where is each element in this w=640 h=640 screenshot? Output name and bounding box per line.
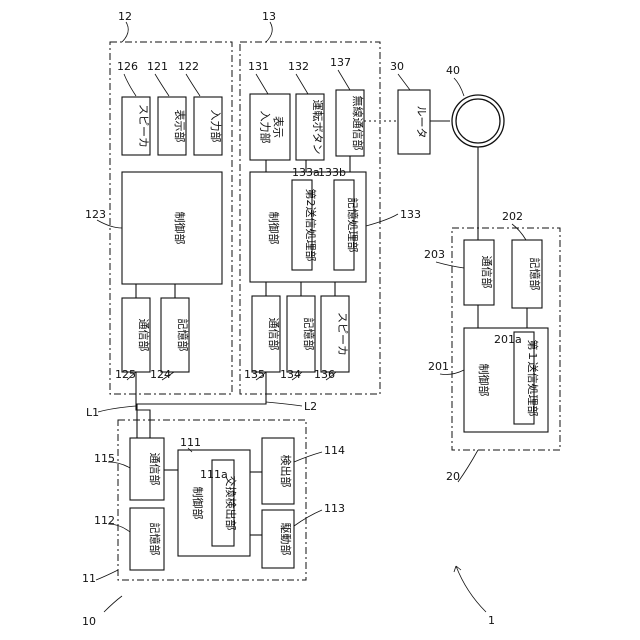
ref-114: 114	[324, 444, 345, 457]
storage-134-label: 記憶部	[302, 318, 316, 351]
ref-201: 201	[428, 360, 449, 373]
ref-111a: 111a	[200, 468, 228, 481]
storage-202-label: 記憶部	[528, 258, 542, 291]
drive-113-label: 駆動部	[279, 523, 293, 556]
wireless-137-label: 無線通信部	[351, 96, 365, 151]
ref-135: 135	[244, 368, 265, 381]
ref-126: 126	[117, 60, 138, 73]
ref-30: 30	[390, 60, 404, 73]
ref-111: 111	[180, 436, 201, 449]
speaker-136-label: スピーカ	[336, 312, 349, 356]
ref-L2: L2	[304, 400, 317, 413]
network-40-ring	[452, 95, 504, 147]
control-123-box	[122, 172, 222, 284]
first-tx-201a-label: 第１送信処理部	[526, 340, 540, 417]
ref-137: 137	[330, 56, 351, 69]
ref-11: 11	[82, 572, 96, 585]
comm-203-label: 通信部	[480, 256, 494, 289]
ref-203: 203	[424, 248, 445, 261]
ref-10: 10	[82, 615, 96, 628]
ref-134: 134	[280, 368, 301, 381]
ref-132: 132	[288, 60, 309, 73]
ref-13: 13	[262, 10, 276, 23]
control-133-label: 制御部	[267, 212, 281, 245]
ref-20: 20	[446, 470, 460, 483]
ref-123: 123	[85, 208, 106, 221]
ref-121: 121	[147, 60, 168, 73]
second-tx-133a-label: 第2送信処理部	[304, 189, 318, 262]
comm-125-label: 通信部	[137, 319, 151, 352]
ref-L1: L1	[86, 406, 99, 419]
ref-202: 202	[502, 210, 523, 223]
comm-115-label: 通信部	[148, 453, 162, 486]
comm-135-label: 通信部	[267, 318, 281, 351]
ref-12: 12	[118, 10, 132, 23]
ref-131: 131	[248, 60, 269, 73]
storage-proc-133b-label: 記憶処理部	[346, 198, 360, 253]
control-123-label: 制御部	[173, 212, 187, 245]
ref-112: 112	[94, 514, 115, 527]
ref-133a: 133a	[292, 166, 320, 179]
router-30-label: ルータ	[415, 106, 428, 139]
display-121-label: 表示部	[173, 110, 187, 143]
detector-114-label: 検出部	[279, 455, 293, 488]
ref-1: 1	[488, 614, 495, 627]
ref-124: 124	[150, 368, 171, 381]
ref-122: 122	[178, 60, 199, 73]
ref-133b: 133b	[318, 166, 346, 179]
run-button-132-label: 運転ボタン	[311, 100, 324, 155]
storage-124-label: 記憶部	[176, 319, 190, 352]
ref-136: 136	[314, 368, 335, 381]
control-201-label: 制御部	[477, 364, 491, 397]
speaker-126-label: スピーカ	[137, 104, 150, 148]
input-122-label: 入力部	[209, 110, 223, 143]
ref-113: 113	[324, 502, 345, 515]
ref-115: 115	[94, 452, 115, 465]
control-111-label: 制御部	[191, 487, 205, 520]
network-40-ring-inner	[456, 99, 500, 143]
exchange-detect-111a-label: 交換検出部	[224, 476, 238, 531]
ref-201a: 201a	[494, 333, 522, 346]
storage-112-label: 記憶部	[148, 523, 162, 556]
ref-133: 133	[400, 208, 421, 221]
ref-40: 40	[446, 64, 460, 77]
